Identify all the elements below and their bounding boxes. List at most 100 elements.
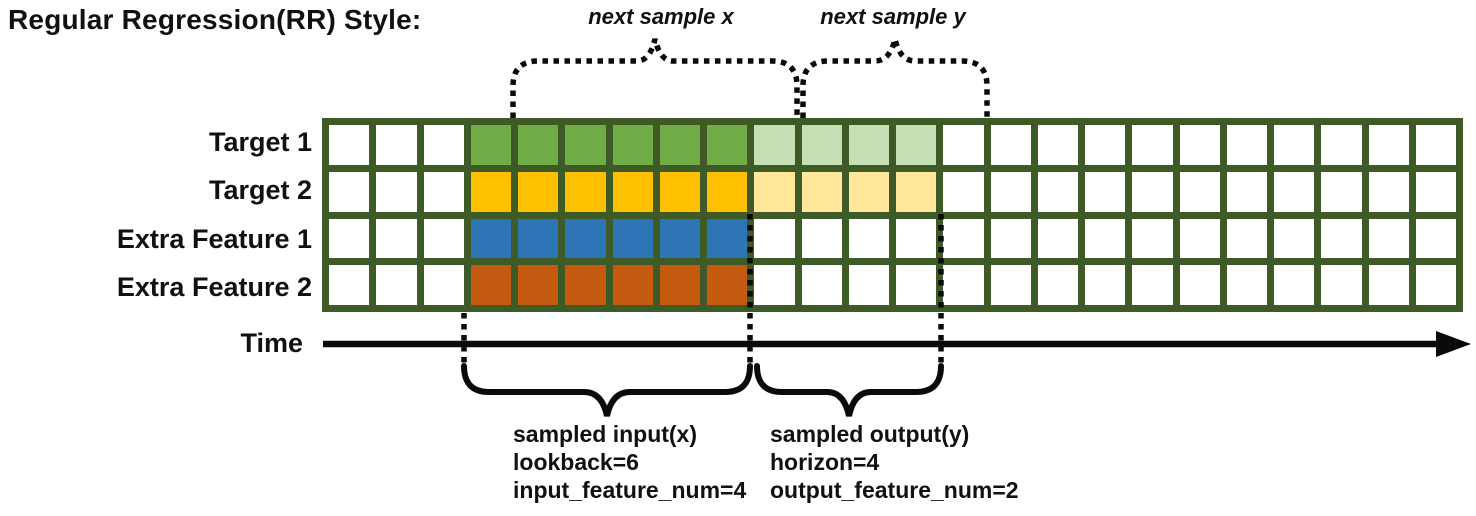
input-feature-num: input_feature_num=4 xyxy=(513,477,747,503)
horizon-value: horizon=4 xyxy=(770,449,880,475)
cell-r2-c12 xyxy=(896,218,937,259)
cell-r0-c8 xyxy=(707,125,748,165)
cell-r3-c21 xyxy=(1321,265,1362,305)
cell-r3-c17 xyxy=(1132,265,1173,305)
cell-r2-c18 xyxy=(1179,218,1220,259)
cell-r2-c21 xyxy=(1321,218,1362,259)
row-label-extra-feature-2: Extra Feature 2 xyxy=(116,272,312,302)
cell-r0-c16 xyxy=(1085,125,1126,165)
grid xyxy=(322,118,1463,312)
cell-r3-c0 xyxy=(329,265,370,305)
cell-r0-c3 xyxy=(470,125,511,165)
cell-r1-c8 xyxy=(707,171,748,212)
cell-r2-c7 xyxy=(659,218,700,259)
cell-r1-c22 xyxy=(1368,171,1409,212)
cell-r1-c20 xyxy=(1274,171,1315,212)
cell-r1-c12 xyxy=(896,171,937,212)
cell-r1-c13 xyxy=(943,171,984,212)
cell-r2-c6 xyxy=(612,218,653,259)
cell-r0-c14 xyxy=(990,125,1031,165)
sampled-input-note: sampled input(x) lookback=6 input_featur… xyxy=(513,420,746,504)
cell-r1-c16 xyxy=(1085,171,1126,212)
cell-r0-c5 xyxy=(565,125,606,165)
cell-r0-c12 xyxy=(896,125,937,165)
cell-r2-c16 xyxy=(1085,218,1126,259)
cell-r2-c2 xyxy=(423,218,464,259)
cell-r3-c22 xyxy=(1368,265,1409,305)
cell-r1-c9 xyxy=(754,171,795,212)
cell-r3-c6 xyxy=(612,265,653,305)
cell-r2-c8 xyxy=(707,218,748,259)
cell-r1-c14 xyxy=(990,171,1031,212)
cell-r1-c3 xyxy=(470,171,511,212)
cell-r2-c10 xyxy=(801,218,842,259)
cell-r3-c9 xyxy=(754,265,795,305)
cell-r3-c13 xyxy=(943,265,984,305)
cell-r0-c17 xyxy=(1132,125,1173,165)
cell-r3-c8 xyxy=(707,265,748,305)
cell-r0-c15 xyxy=(1037,125,1078,165)
cell-r2-c22 xyxy=(1368,218,1409,259)
output-feature-num: output_feature_num=2 xyxy=(770,477,1019,503)
next-sample-x-label: next sample x xyxy=(588,4,734,29)
cell-r3-c1 xyxy=(376,265,417,305)
cell-r2-c5 xyxy=(565,218,606,259)
sampled-input-title: sampled input(x) xyxy=(513,421,698,447)
sampled-output-note: sampled output(y) horizon=4 output_featu… xyxy=(770,420,1019,504)
cell-r3-c23 xyxy=(1415,265,1456,305)
cell-r3-c2 xyxy=(423,265,464,305)
cell-r3-c10 xyxy=(801,265,842,305)
cell-r2-c11 xyxy=(848,218,889,259)
cell-r1-c4 xyxy=(518,171,559,212)
diagram-title: Regular Regression(RR) Style: xyxy=(8,4,422,35)
cell-r1-c21 xyxy=(1321,171,1362,212)
next-sample-y-brace xyxy=(800,38,990,118)
cell-r0-c19 xyxy=(1226,125,1267,165)
time-axis-label: Time xyxy=(240,328,303,358)
cell-r3-c5 xyxy=(565,265,606,305)
cell-r0-c22 xyxy=(1368,125,1409,165)
cell-r2-c3 xyxy=(470,218,511,259)
cell-r1-c1 xyxy=(376,171,417,212)
cell-r1-c7 xyxy=(659,171,700,212)
cell-r0-c21 xyxy=(1321,125,1362,165)
cell-r3-c19 xyxy=(1226,265,1267,305)
cell-r2-c1 xyxy=(376,218,417,259)
cell-r1-c11 xyxy=(848,171,889,212)
cell-r1-c18 xyxy=(1179,171,1220,212)
cell-r0-c0 xyxy=(329,125,370,165)
cell-r0-c20 xyxy=(1274,125,1315,165)
cell-r0-c7 xyxy=(659,125,700,165)
cell-r2-c20 xyxy=(1274,218,1315,259)
cell-r1-c6 xyxy=(612,171,653,212)
cell-r3-c11 xyxy=(848,265,889,305)
cell-r2-c17 xyxy=(1132,218,1173,259)
cell-r1-c5 xyxy=(565,171,606,212)
cell-r0-c10 xyxy=(801,125,842,165)
cell-r2-c13 xyxy=(943,218,984,259)
cell-r1-c23 xyxy=(1415,171,1456,212)
cell-r3-c4 xyxy=(518,265,559,305)
cell-r0-c18 xyxy=(1179,125,1220,165)
cell-r1-c19 xyxy=(1226,171,1267,212)
row-label-target-1: Target 1 xyxy=(208,127,312,157)
cell-r3-c7 xyxy=(659,265,700,305)
cell-r2-c23 xyxy=(1415,218,1456,259)
next-sample-x-brace xyxy=(510,38,800,118)
cell-r1-c2 xyxy=(423,171,464,212)
cell-r3-c20 xyxy=(1274,265,1315,305)
lookback-value: lookback=6 xyxy=(513,449,639,475)
cell-r2-c0 xyxy=(329,218,370,259)
cell-r0-c13 xyxy=(943,125,984,165)
sampled-output-brace xyxy=(754,363,944,417)
cell-r1-c15 xyxy=(1037,171,1078,212)
cell-r0-c1 xyxy=(376,125,417,165)
cell-r0-c2 xyxy=(423,125,464,165)
cell-r1-c10 xyxy=(801,171,842,212)
cell-r3-c12 xyxy=(896,265,937,305)
cell-r3-c14 xyxy=(990,265,1031,305)
time-axis-arrowhead xyxy=(1436,331,1471,357)
cell-r0-c4 xyxy=(518,125,559,165)
cell-r0-c9 xyxy=(754,125,795,165)
cell-r2-c4 xyxy=(518,218,559,259)
